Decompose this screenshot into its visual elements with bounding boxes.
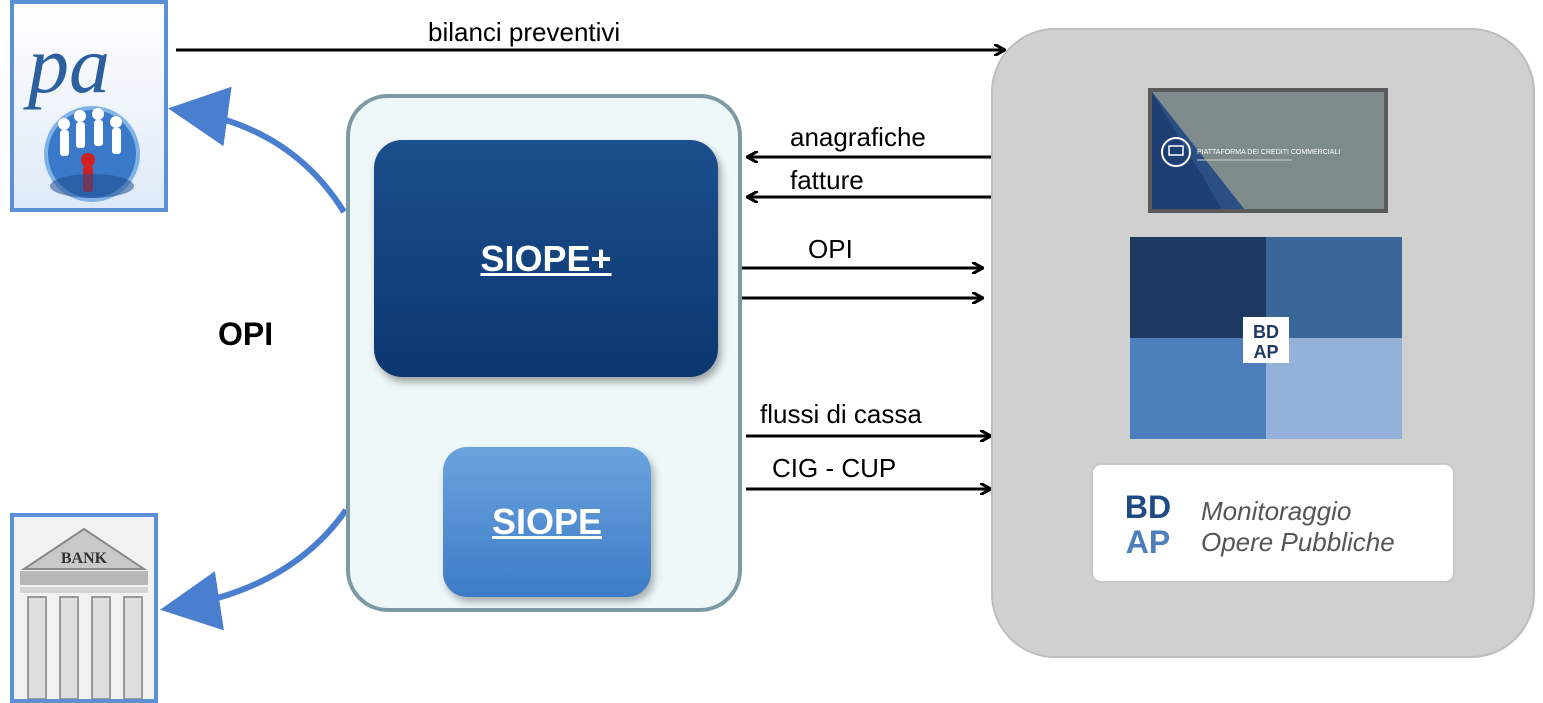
bank-logo-text: BANK [61, 550, 108, 567]
bdap-logo-graphic: BD AP [1130, 237, 1402, 439]
monitoraggio-title-1: Monitoraggio [1201, 496, 1351, 526]
monitoraggio-mark-2: AP [1126, 524, 1170, 560]
siope-label[interactable]: SIOPE [491, 501, 603, 542]
label-flussi-di-cassa: flussi di cassa [760, 399, 922, 429]
siope-box[interactable]: SIOPE [443, 447, 651, 597]
bdap-logo-text-2: AP [1253, 342, 1278, 362]
label-anagrafiche: anagrafiche [790, 122, 926, 152]
label-cig-cup: CIG - CUP [772, 453, 897, 483]
label-opi-main: OPI [218, 316, 274, 352]
pa-logo-graphic: pa [23, 19, 140, 202]
monitoraggio-logo: BD AP Monitoraggio Opere Pubbliche [1091, 463, 1455, 583]
pa-logo-text: pa [23, 19, 110, 110]
siope-plus-box[interactable]: SIOPE+ [374, 140, 718, 377]
monitoraggio-logo-graphic: BD AP Monitoraggio Opere Pubbliche [1115, 485, 1395, 560]
bdap-logo-text-1: BD [1253, 322, 1279, 342]
pcc-logo-text: PIATTAFORMA DEI CREDITI COMMERCIALI [1197, 149, 1340, 156]
bdap-logo: BD AP [1130, 237, 1402, 439]
curve-arrow-to-bank [160, 508, 349, 631]
label-bilanci-preventivi: bilanci preventivi [428, 17, 621, 47]
label-opi-flow: OPI [808, 234, 853, 264]
label-fatture: fatture [790, 165, 864, 195]
pcc-logo: PIATTAFORMA DEI CREDITI COMMERCIALI [1148, 88, 1388, 213]
curve-arrow-to-pa [168, 86, 347, 214]
siope-plus-label[interactable]: SIOPE+ [480, 237, 612, 279]
pcc-logo-graphic: PIATTAFORMA DEI CREDITI COMMERCIALI [1152, 92, 1384, 209]
bank-logo-graphic: BANK [20, 527, 148, 699]
monitoraggio-mark-1: BD [1125, 489, 1171, 525]
bank-logo: BANK [10, 513, 158, 703]
monitoraggio-title-2: Opere Pubbliche [1201, 527, 1395, 557]
pa-logo: pa [10, 0, 168, 212]
